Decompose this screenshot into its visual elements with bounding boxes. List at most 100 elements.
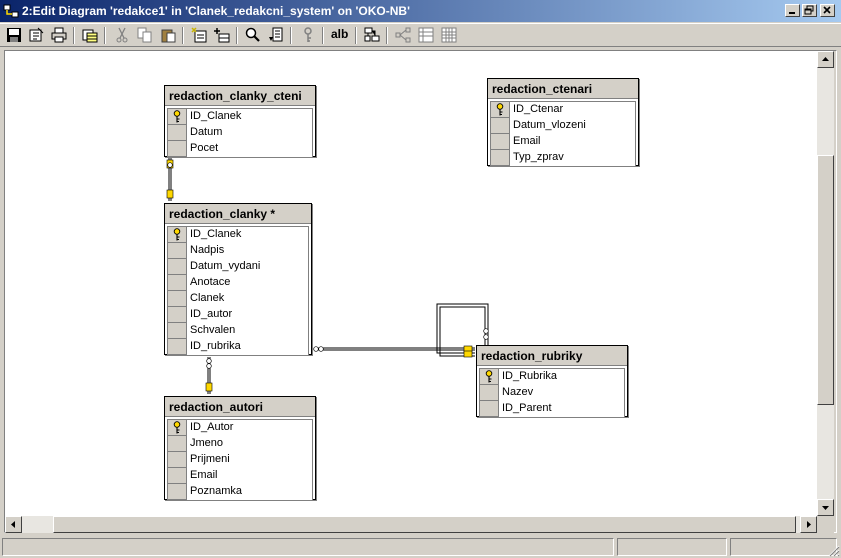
- relationship-cteni-clanky[interactable]: [166, 158, 174, 201]
- print-icon: [51, 27, 67, 43]
- row-selector[interactable]: [168, 109, 187, 125]
- row-selector[interactable]: [168, 468, 187, 484]
- column-row[interactable]: ID_Clanek: [168, 227, 308, 243]
- relationship-rubriky-self[interactable]: [436, 303, 489, 358]
- scroll-left-button[interactable]: [5, 516, 22, 533]
- key-endpoint-icon: [463, 350, 473, 358]
- new-text-annotation-button[interactable]: [189, 26, 209, 45]
- column-row[interactable]: Datum: [168, 125, 312, 141]
- column-row[interactable]: ID_Clanek: [168, 109, 312, 125]
- set-primary-key-button[interactable]: [298, 26, 318, 45]
- column-row[interactable]: Nazev: [480, 385, 624, 401]
- arrange-tables-icon: [364, 27, 380, 42]
- row-selector[interactable]: [168, 323, 187, 339]
- row-selector[interactable]: [491, 118, 510, 134]
- grid-button[interactable]: [439, 26, 459, 45]
- column-row[interactable]: ID_Ctenar: [491, 102, 635, 118]
- layout-selection-button[interactable]: [266, 26, 286, 45]
- row-selector[interactable]: [168, 436, 187, 452]
- row-selector[interactable]: [480, 385, 499, 401]
- column-row[interactable]: Poznamka: [168, 484, 312, 500]
- column-row[interactable]: Pocet: [168, 141, 312, 157]
- column-names-button[interactable]: alb: [331, 27, 349, 41]
- title-bar[interactable]: 2:Edit Diagram 'redakce1' in 'Clanek_red…: [0, 0, 841, 22]
- scroll-right-button[interactable]: [800, 516, 817, 533]
- scroll-up-button[interactable]: [817, 51, 834, 68]
- arrange-tables-button[interactable]: [362, 26, 382, 45]
- relationship-clanky-autori[interactable]: [205, 357, 213, 394]
- column-name: ID_autor: [190, 308, 233, 320]
- row-selector[interactable]: [168, 291, 187, 307]
- column-row[interactable]: Clanek: [168, 291, 308, 307]
- infinity-endpoint-icon: [313, 346, 319, 352]
- cut-button[interactable]: [112, 26, 132, 45]
- column-row[interactable]: Datum_vlozeni: [491, 118, 635, 134]
- row-selector[interactable]: [168, 243, 187, 259]
- vertical-scrollbar[interactable]: [817, 51, 834, 516]
- row-selector[interactable]: [480, 369, 499, 385]
- column-row[interactable]: Nadpis: [168, 243, 308, 259]
- resize-grip-icon[interactable]: [828, 545, 840, 557]
- relationship-clanky-rubriky[interactable]: [313, 345, 475, 353]
- row-selector[interactable]: [491, 134, 510, 150]
- save-button[interactable]: [4, 26, 24, 45]
- column-row[interactable]: Jmeno: [168, 436, 312, 452]
- row-selector[interactable]: [168, 125, 187, 141]
- column-row[interactable]: Email: [491, 134, 635, 150]
- table-title: redaction_ctenari: [488, 79, 638, 99]
- column-row[interactable]: Prijmeni: [168, 452, 312, 468]
- properties-button[interactable]: [26, 26, 46, 45]
- horizontal-scrollbar[interactable]: [5, 516, 817, 533]
- column-row[interactable]: ID_rubrika: [168, 339, 308, 355]
- zoom-button[interactable]: [243, 26, 263, 45]
- infinity-endpoint-icon: [483, 334, 489, 340]
- horizontal-scroll-thumb[interactable]: [53, 516, 796, 533]
- column-row[interactable]: Anotace: [168, 275, 308, 291]
- row-selector[interactable]: [168, 420, 187, 436]
- column-name: ID_Rubrika: [502, 370, 558, 382]
- page-breaks-button[interactable]: [416, 26, 436, 45]
- column-row[interactable]: ID_Parent: [480, 401, 624, 417]
- paste-button[interactable]: [158, 26, 178, 45]
- status-panel-main: [2, 538, 614, 556]
- insert-column-button[interactable]: [212, 26, 232, 45]
- row-selector[interactable]: [491, 102, 510, 118]
- minimize-button[interactable]: [785, 4, 800, 17]
- show-relationship-labels-button[interactable]: [393, 26, 413, 45]
- column-name: Nadpis: [190, 244, 225, 256]
- print-button[interactable]: [49, 26, 69, 45]
- row-selector[interactable]: [168, 339, 187, 355]
- row-selector[interactable]: [168, 227, 187, 243]
- add-table-button[interactable]: [80, 26, 100, 45]
- copy-button[interactable]: [135, 26, 155, 45]
- column-row[interactable]: Email: [168, 468, 312, 484]
- close-button[interactable]: [820, 4, 835, 17]
- column-row[interactable]: ID_autor: [168, 307, 308, 323]
- row-selector[interactable]: [168, 275, 187, 291]
- scroll-down-button[interactable]: [817, 499, 834, 516]
- column-row[interactable]: ID_Rubrika: [480, 369, 624, 385]
- row-selector[interactable]: [168, 141, 187, 157]
- column-name: Clanek: [190, 292, 225, 304]
- column-row[interactable]: ID_Autor: [168, 420, 312, 436]
- vertical-scroll-thumb[interactable]: [817, 155, 834, 405]
- column-name: ID_Clanek: [190, 228, 242, 240]
- row-selector[interactable]: [480, 401, 499, 417]
- row-selector[interactable]: [168, 452, 187, 468]
- row-selector[interactable]: [168, 484, 187, 500]
- column-row[interactable]: Datum_vydani: [168, 259, 308, 275]
- row-selector[interactable]: [168, 259, 187, 275]
- column-row[interactable]: Schvalen: [168, 323, 308, 339]
- grid-icon: [441, 27, 457, 43]
- row-selector[interactable]: [491, 150, 510, 166]
- column-row[interactable]: Typ_zprav: [491, 150, 635, 166]
- restore-button[interactable]: [802, 4, 817, 17]
- row-selector[interactable]: [168, 307, 187, 323]
- toolbar-separator: [355, 27, 357, 44]
